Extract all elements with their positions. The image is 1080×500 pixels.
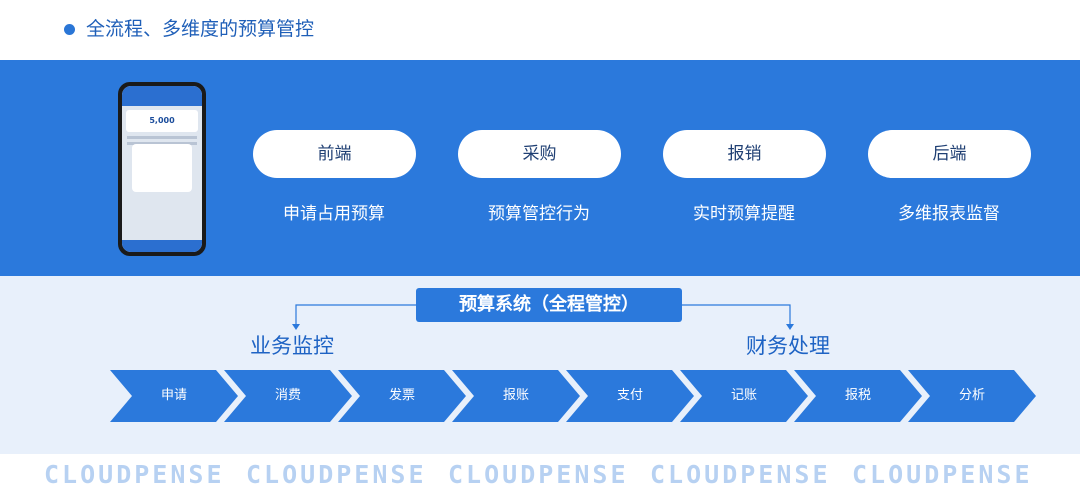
- step-label: 支付: [616, 388, 643, 403]
- step-bookkeeping: 记账: [680, 370, 808, 422]
- channel-caption-reimbursement: 实时预算提醒: [693, 204, 795, 224]
- channel-pill-frontend: 前端: [253, 130, 416, 178]
- step-claim: 报账: [452, 370, 580, 422]
- channel-caption-backend: 多维报表监督: [898, 204, 1000, 224]
- step-label: 发票: [388, 388, 415, 403]
- channel-caption-frontend: 申请占用预算: [283, 204, 385, 224]
- section-header: 全流程、多维度的预算管控: [0, 0, 1080, 60]
- step-consume: 消费: [224, 370, 352, 422]
- step-label: 分析: [958, 388, 985, 403]
- phone-mockup: 5,000: [118, 82, 206, 256]
- brand-wordmark: CLOUDPENSE: [246, 460, 427, 489]
- channel-pill-procurement: 采购: [458, 130, 621, 178]
- phone-app-header: [122, 86, 202, 106]
- phone-amount: 5,000: [149, 116, 175, 125]
- channel-caption-procurement: 预算管控行为: [488, 204, 590, 224]
- budget-system-box: 预算系统（全程管控）: [416, 288, 682, 322]
- section-title: 全流程、多维度的预算管控: [86, 18, 315, 40]
- step-label: 申请: [160, 388, 187, 403]
- channel-pill-backend: 后端: [868, 130, 1031, 178]
- step-apply: 申请: [110, 370, 238, 422]
- phone-text-line: [127, 142, 197, 145]
- brand-strip: CLOUDPENSE CLOUDPENSE CLOUDPENSE CLOUDPE…: [0, 454, 1080, 500]
- channel-pill-reimbursement: 报销: [663, 130, 826, 178]
- bullet-dot-icon: [64, 24, 75, 35]
- brand-wordmark: CLOUDPENSE: [448, 460, 629, 489]
- step-analysis: 分析: [908, 370, 1036, 422]
- finance-processing-label: 财务处理: [746, 334, 830, 358]
- brand-wordmark: CLOUDPENSE: [44, 460, 225, 489]
- phone-alert-dialog: [132, 144, 192, 192]
- phone-text-line: [127, 136, 197, 139]
- brand-wordmark: CLOUDPENSE: [852, 460, 1033, 489]
- step-label: 报税: [844, 388, 871, 403]
- process-section: 预算系统（全程管控） 业务监控 财务处理: [0, 276, 1080, 454]
- business-monitoring-label: 业务监控: [250, 334, 334, 358]
- step-payment: 支付: [566, 370, 694, 422]
- phone-screen: 5,000: [122, 86, 202, 252]
- brand-wordmark: CLOUDPENSE: [650, 460, 831, 489]
- phone-bottom-bar: [122, 240, 202, 252]
- system-connector-lines: [292, 304, 794, 330]
- process-steps: 申请 消费 发票 报账 支付 记账 报税 分析: [0, 370, 1080, 422]
- step-invoice: 发票: [338, 370, 466, 422]
- step-label: 消费: [274, 388, 301, 403]
- step-tax: 报税: [794, 370, 922, 422]
- step-label: 记账: [730, 388, 757, 403]
- step-label: 报账: [502, 388, 529, 403]
- channels-band: 5,000 前端 采购 报销 后端 申请占用预算 预算管控行为 实时预算提醒 多…: [0, 60, 1080, 276]
- phone-amount-card: 5,000: [126, 110, 198, 132]
